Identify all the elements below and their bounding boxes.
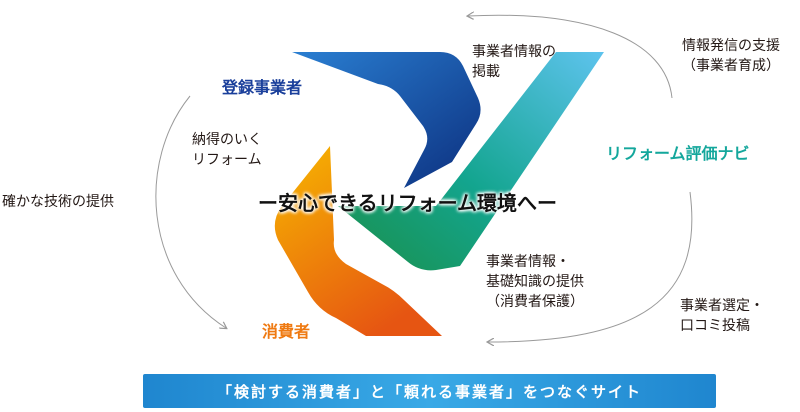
label-line: 事業者情報の	[472, 44, 556, 60]
label-satisfying-reform: 納得のいく リフォーム	[192, 130, 262, 170]
label-line: 情報発信の支援	[682, 38, 780, 54]
label-info-support: 情報発信の支援 （事業者育成）	[682, 36, 780, 76]
label-line: 事業者選定・	[680, 298, 764, 314]
center-message: ー安心できるリフォーム環境へー	[258, 191, 557, 215]
node-registered-company: 登録事業者	[222, 78, 303, 97]
label-line: 事業者情報・	[486, 254, 570, 270]
label-line: リフォーム	[192, 152, 262, 168]
teal-ribbon	[338, 52, 604, 271]
orange-ribbon	[274, 146, 442, 336]
arrow-top-right	[468, 15, 673, 99]
label-line: 納得のいく	[192, 132, 262, 148]
blue-ribbon	[292, 52, 481, 188]
label-line: 基礎知識の提供	[486, 274, 584, 290]
label-basic-info: 事業者情報・ 基礎知識の提供 （消費者保護）	[486, 252, 584, 312]
node-reform-navi: リフォーム評価ナビ	[606, 144, 750, 163]
tagline-banner: 「検討する消費者」と「頼れる事業者」をつなぐサイト	[143, 374, 716, 408]
label-line: （消費者保護）	[486, 294, 584, 310]
node-consumer: 消費者	[262, 322, 311, 341]
label-company-selection: 事業者選定・ 口コミ投稿	[680, 296, 764, 336]
label-reliable-tech: 確かな技術の提供	[2, 194, 114, 210]
label-line: 口コミ投稿	[680, 318, 750, 334]
label-company-info-listing: 事業者情報の 掲載	[472, 42, 556, 82]
label-line: （事業者育成）	[682, 58, 780, 74]
arrow-left	[155, 95, 226, 328]
label-line: 掲載	[472, 64, 500, 80]
tagline-text: 「検討する消費者」と「頼れる事業者」をつなぐサイト	[216, 382, 642, 401]
arrow-bottom-right	[488, 191, 693, 342]
